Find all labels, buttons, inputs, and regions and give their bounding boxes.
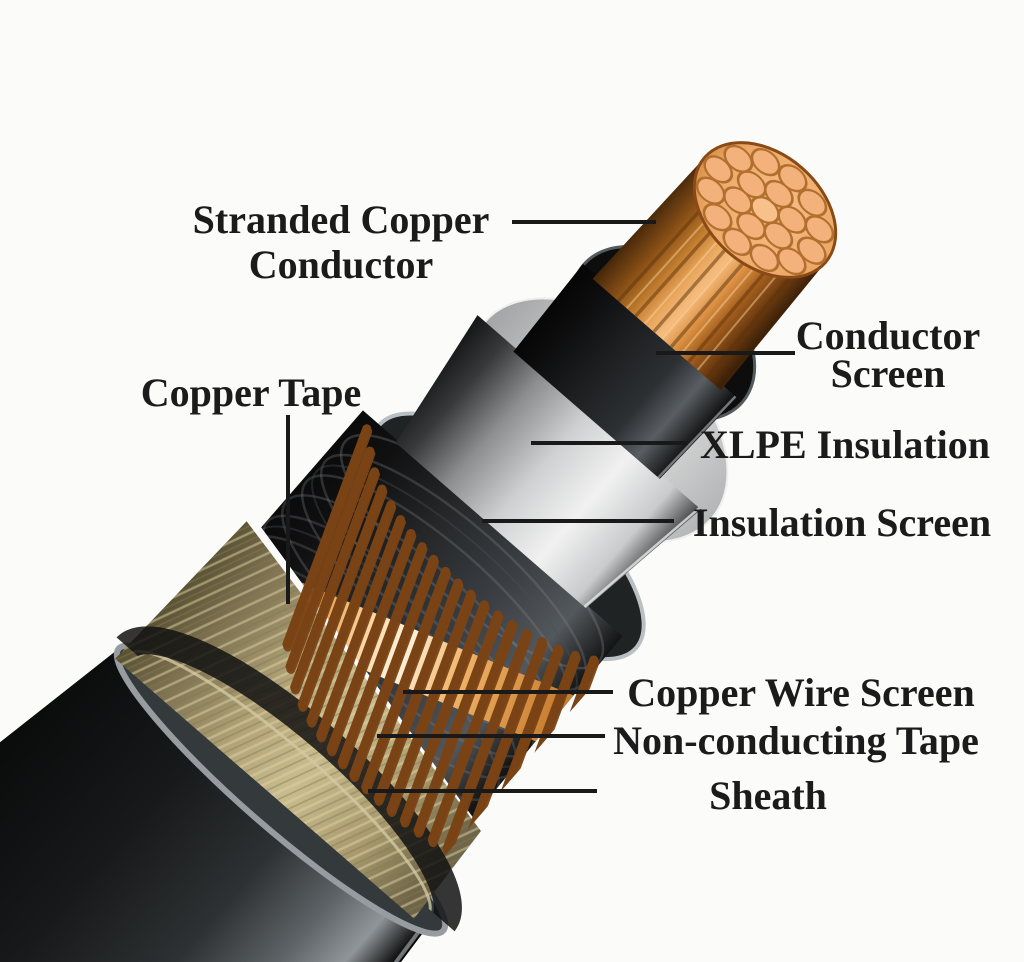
label-non-conducting-tape: Non-conducting Tape <box>613 718 979 763</box>
label-xlpe-insulation: XLPE Insulation <box>700 422 990 467</box>
conductor-screen-top-highlight <box>657 395 737 479</box>
copper-strands-pattern <box>695 144 835 276</box>
label-stranded-copper-conductor-line2: Conductor <box>249 242 433 287</box>
xlpe-top-highlight <box>583 507 701 608</box>
label-conductor-screen-line2: Screen <box>831 351 946 396</box>
sheath-body <box>0 648 432 962</box>
conductor-screen-body <box>513 263 738 479</box>
copper-conductor <box>592 141 838 391</box>
label-insulation-screen: Insulation Screen <box>693 500 991 545</box>
label-sheath: Sheath <box>709 773 827 818</box>
label-copper-wire-screen: Copper Wire Screen <box>627 670 974 715</box>
labels: Stranded Copper Conductor Conductor Scre… <box>141 197 991 818</box>
label-copper-tape: Copper Tape <box>141 370 361 415</box>
xlpe-body <box>395 315 701 609</box>
label-conductor-screen-line1: Conductor <box>796 313 980 358</box>
label-stranded-copper-conductor-line1: Stranded Copper <box>193 197 490 242</box>
leader-lines <box>286 220 795 793</box>
